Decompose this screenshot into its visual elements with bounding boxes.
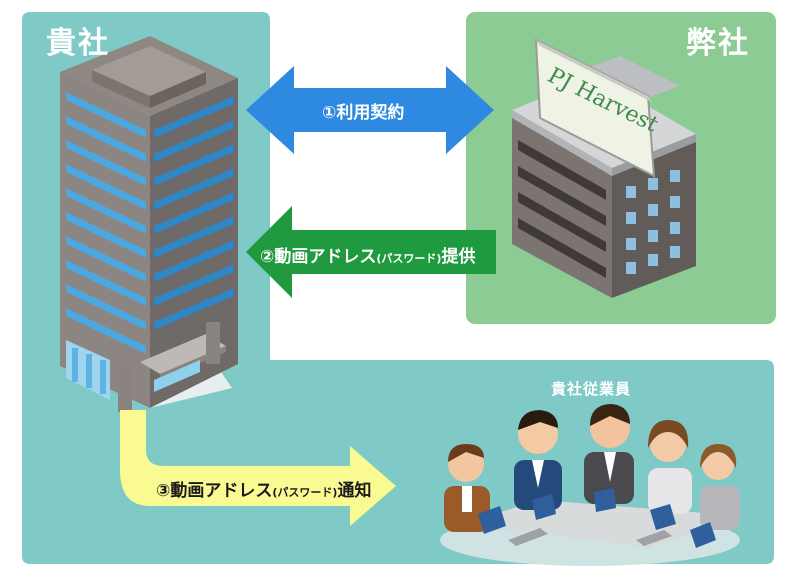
employees-label: 貴社従業員	[551, 380, 632, 398]
employee-figure	[514, 410, 562, 510]
step3-tail: 通知	[337, 481, 372, 501]
notify-arrow	[120, 410, 396, 526]
step2-main: ②動画アドレス	[260, 247, 377, 267]
our-building-icon: PJ Harvest	[512, 38, 696, 298]
step3-label: ③動画アドレス(パスワード)通知	[156, 476, 371, 501]
client-building-icon	[60, 36, 238, 412]
step2-tail: 提供	[441, 247, 476, 267]
employee-figure	[444, 444, 490, 532]
contract-double-arrow	[246, 66, 494, 154]
step3-main: ③動画アドレス	[156, 481, 273, 501]
our-company-label: 弊社	[686, 26, 750, 61]
step2-label: ②動画アドレス(パスワード)提供	[260, 242, 475, 267]
employee-figure	[584, 404, 634, 504]
employee-figure	[700, 444, 740, 530]
step1-label: ①利用契約	[322, 103, 405, 123]
employees-illustration	[440, 404, 742, 566]
step2-paren: (パスワード)	[376, 252, 442, 265]
employee-figure	[648, 420, 692, 514]
client-company-label: 貴社	[46, 26, 110, 61]
provide-arrow	[246, 206, 496, 298]
step3-paren: (パスワード)	[272, 486, 338, 499]
